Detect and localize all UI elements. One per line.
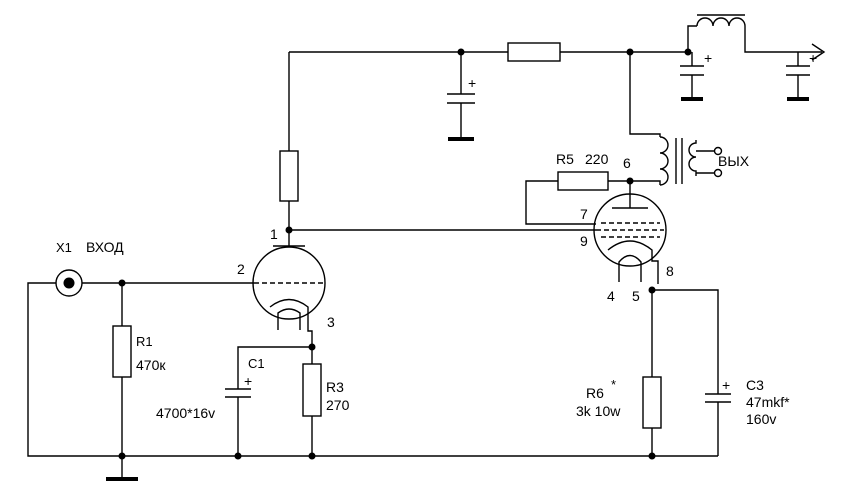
- r5-value: 220: [585, 151, 609, 167]
- polarity-mark: +: [809, 50, 817, 66]
- r6-value: 3k 10w: [576, 403, 621, 419]
- input-label: ВХОД: [86, 239, 124, 255]
- pin-3-label: 3: [327, 314, 335, 330]
- polarity-mark: +: [722, 377, 730, 393]
- c3-capacitor: +: [652, 289, 731, 456]
- c3-designator: C3: [746, 377, 764, 393]
- output-pentode: [593, 181, 667, 284]
- supply-output-arrow: [811, 43, 826, 61]
- output-terminal: [713, 146, 723, 156]
- c3-voltage: 160v: [746, 411, 776, 427]
- r3-value: 270: [326, 397, 350, 413]
- pin-7-label: 7: [580, 206, 588, 222]
- filter-choke: [687, 14, 822, 53]
- polarity-mark: +: [468, 75, 476, 91]
- filter-capacitor-1: +: [680, 50, 712, 101]
- r6-mark: *: [611, 377, 616, 392]
- pin-6-label: 6: [623, 155, 631, 171]
- supply-rail: [289, 42, 692, 62]
- c1-capacitor: +: [225, 343, 316, 460]
- filter-resistor: [507, 42, 561, 62]
- pin-2-label: 2: [237, 261, 245, 277]
- c1-designator: C1: [248, 356, 265, 371]
- anode-resistor: [279, 150, 299, 202]
- r6-resistor: [642, 290, 662, 460]
- ground: [106, 452, 138, 481]
- c3-value: 47mkf*: [746, 394, 790, 410]
- input-triode: [252, 52, 326, 347]
- input-jack: [27, 269, 718, 457]
- pin-5-label: 5: [632, 288, 640, 304]
- c1-value: 4700*16v: [156, 405, 215, 421]
- r6-designator: R6: [586, 385, 604, 401]
- r1-designator: R1: [136, 334, 153, 349]
- output-terminal: [713, 168, 723, 178]
- pin-4-label: 4: [607, 288, 615, 304]
- r5-designator: R5: [556, 151, 574, 167]
- r3-resistor: [302, 347, 322, 460]
- rail-capacitor: +: [447, 52, 476, 141]
- filter-capacitor-2: +: [786, 50, 817, 101]
- r3-designator: R3: [326, 379, 344, 395]
- pin-9-label: 9: [580, 233, 588, 249]
- output-label: ВЫХ: [718, 153, 750, 169]
- pin-8-label: 8: [666, 263, 674, 279]
- input-designator: X1: [56, 240, 72, 255]
- r1-resistor: [112, 283, 132, 456]
- r5-resistor: [525, 171, 634, 225]
- polarity-mark: +: [244, 373, 252, 389]
- polarity-mark: +: [704, 50, 712, 66]
- output-transformer: [629, 52, 723, 186]
- r1-value: 470к: [136, 357, 166, 373]
- pin-1-label: 1: [270, 226, 278, 242]
